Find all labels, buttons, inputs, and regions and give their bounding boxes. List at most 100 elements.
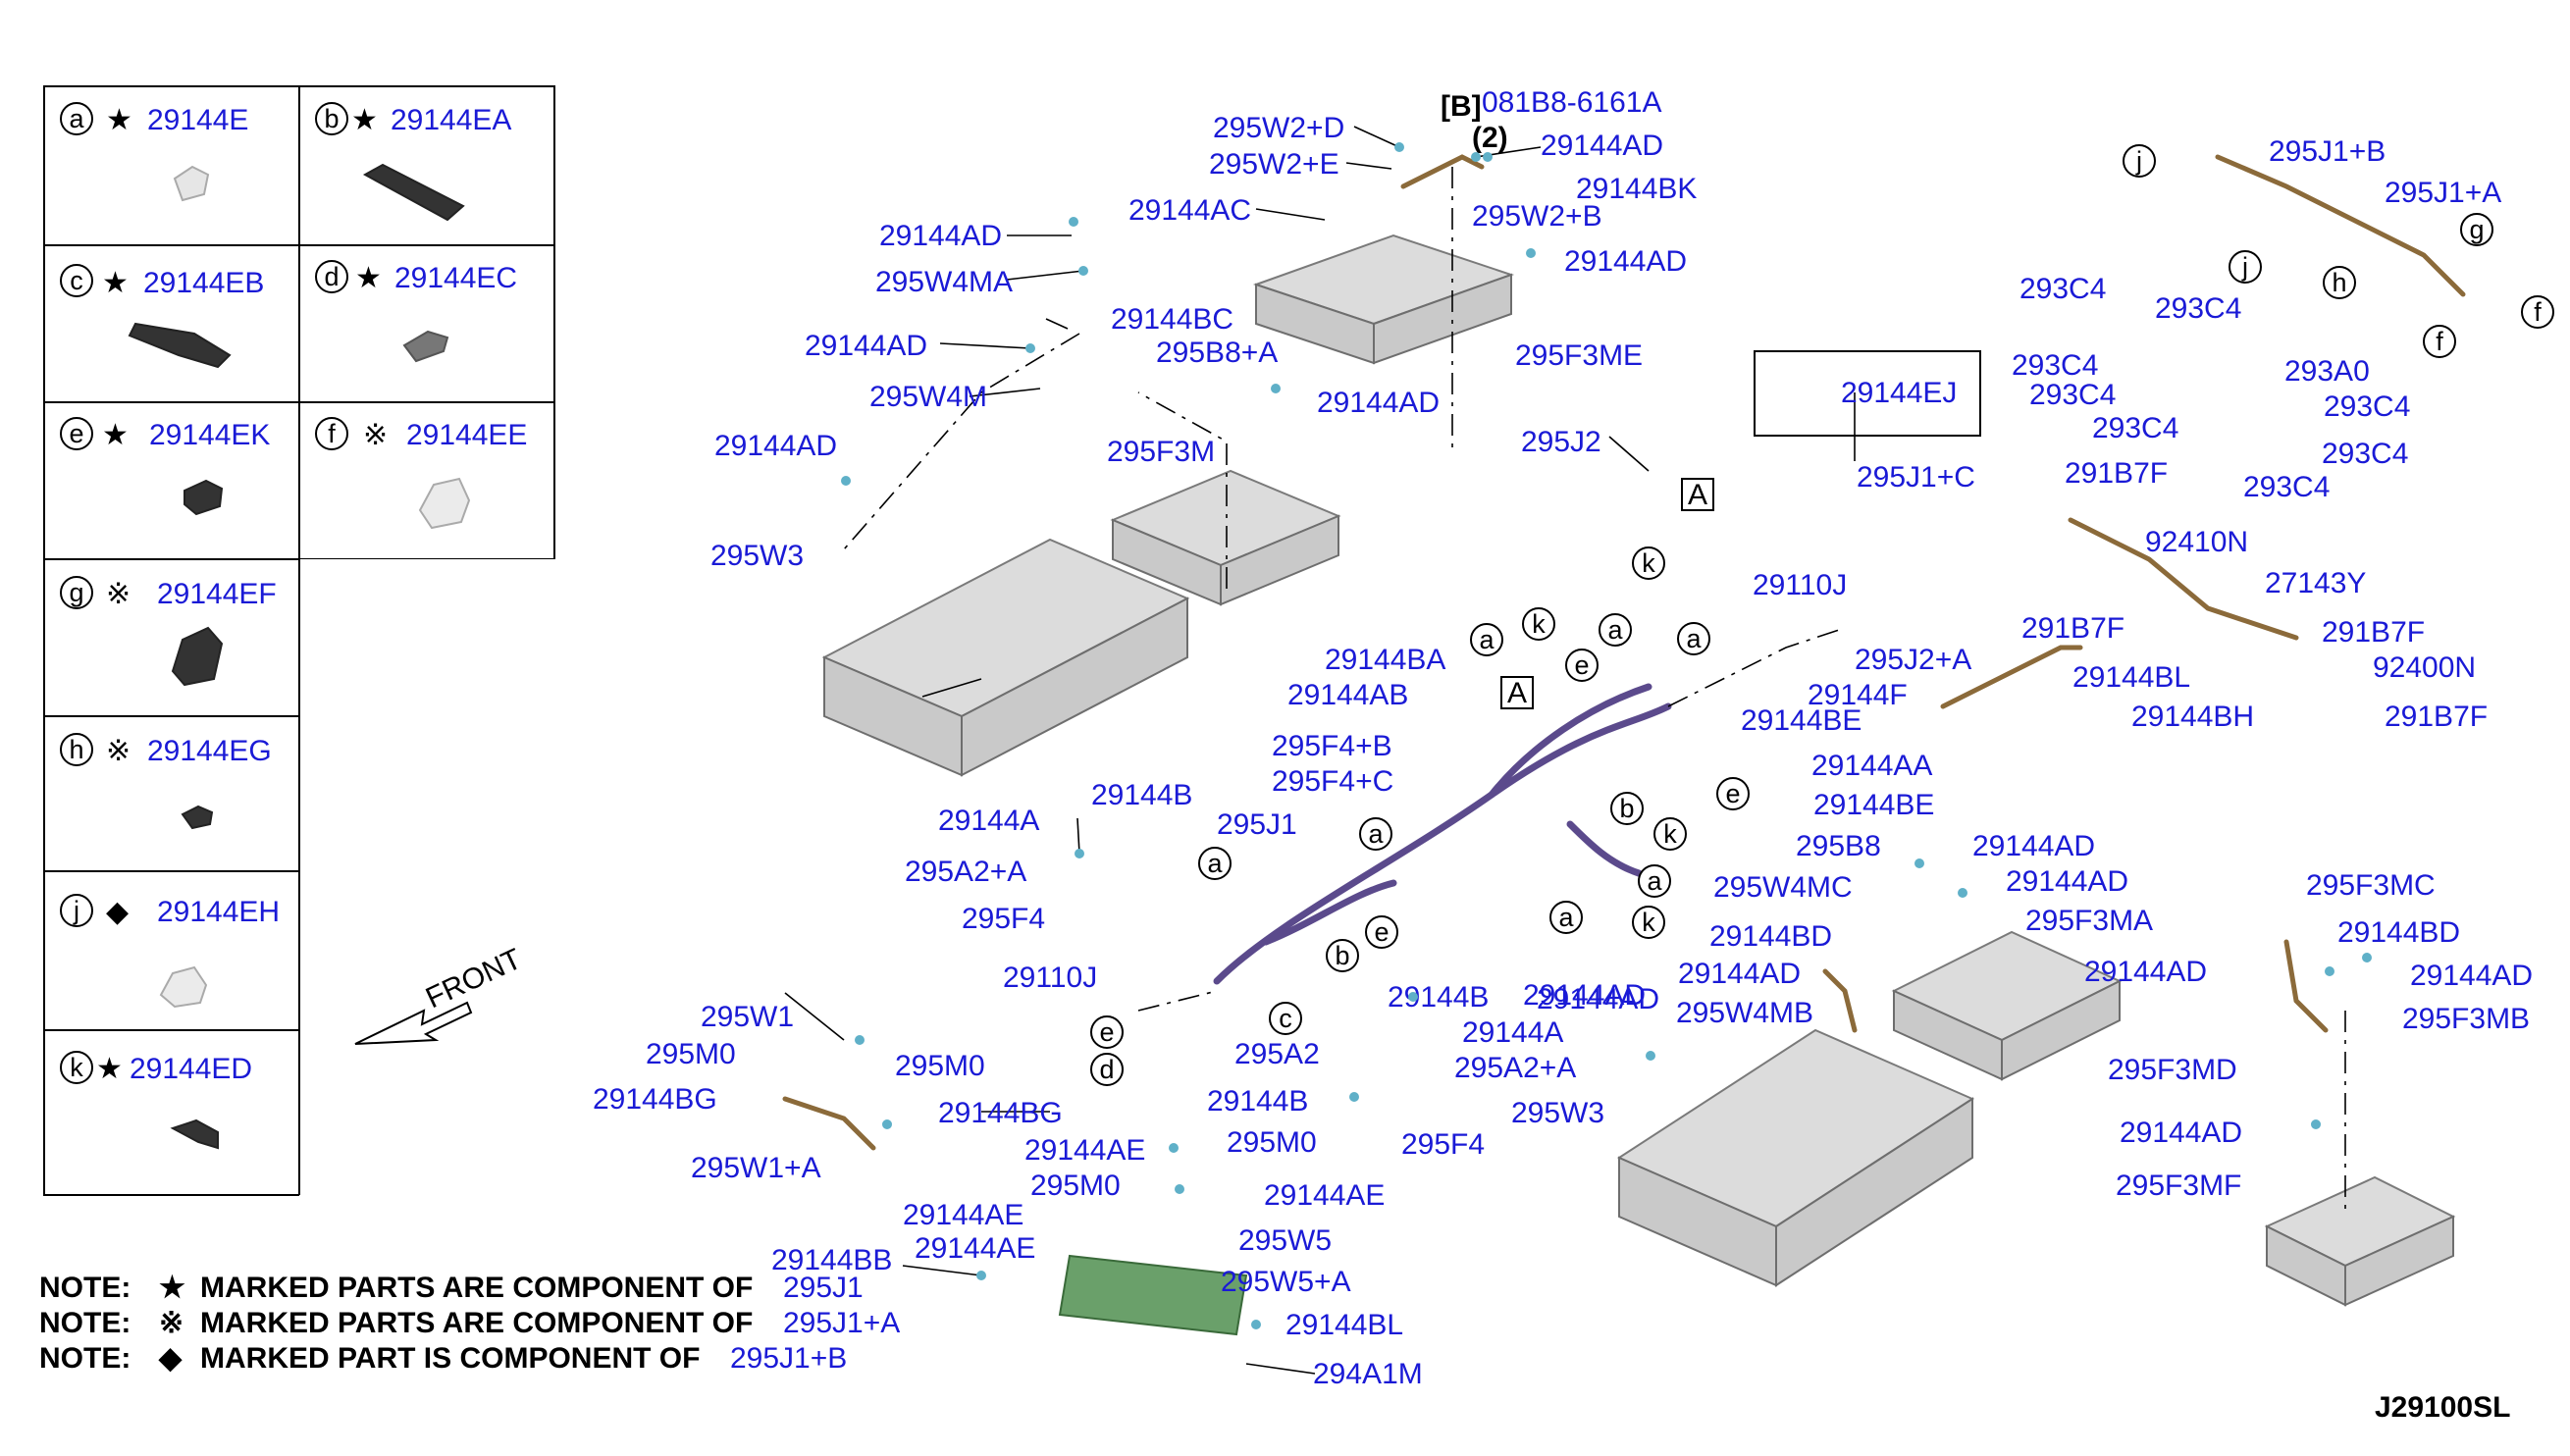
legend-part: 29144E xyxy=(147,104,248,136)
part-label: 295F3MB xyxy=(2402,1003,2530,1035)
part-label: 295J1 xyxy=(1217,808,1297,841)
note-text: MARKED PARTS ARE COMPONENT OF xyxy=(200,1307,753,1339)
note-part: 295J1 xyxy=(783,1272,864,1304)
part-label: 295W1 xyxy=(701,1001,794,1033)
legend-mark: ★ xyxy=(96,1053,123,1085)
part-label: 295W4MB xyxy=(1676,997,1813,1029)
part-label: 295J2 xyxy=(1521,426,1601,458)
note-label: NOTE: xyxy=(39,1272,131,1304)
legend-letter: j xyxy=(73,896,79,925)
part-label: 29144BD xyxy=(1709,920,1832,953)
part-label: 293C4 xyxy=(2324,390,2410,423)
legend-part: 29144EE xyxy=(406,419,527,451)
legend-mark: ★ xyxy=(102,419,129,451)
part-label: 29144AD xyxy=(1541,130,1663,162)
bracket-ref: [B] xyxy=(1441,90,1482,123)
part-label: 295J1+A xyxy=(2385,177,2501,209)
part-label: 293C4 xyxy=(2012,349,2098,382)
callouts: a k k a a e b k e a a k a a b e c e d j … xyxy=(1090,144,2554,1086)
part-label: 295F3MD xyxy=(2108,1054,2237,1086)
note-label: NOTE: xyxy=(39,1307,131,1339)
part-label: 293C4 xyxy=(2243,471,2330,503)
part-label: 29144AE xyxy=(1024,1134,1145,1167)
part-label: 291B7F xyxy=(2322,616,2425,649)
part-label: 29144AD xyxy=(1317,387,1440,419)
part-label: 295F3M xyxy=(1107,436,1215,468)
bolt-part: 081B8-6161A xyxy=(1482,86,1662,119)
part-label: 29144BE xyxy=(1741,704,1862,737)
arrow-icon xyxy=(354,1001,473,1045)
clip-icon xyxy=(418,477,471,530)
callout-circle xyxy=(60,264,93,297)
part-label: 29110J xyxy=(1003,962,1097,994)
callout-letter: k xyxy=(1642,548,1655,578)
part-label: 295B8+A xyxy=(1156,337,1278,369)
clip-icon xyxy=(171,626,224,687)
note-label: NOTE: xyxy=(39,1342,131,1375)
legend-entry-j: j ◆ 29144EH xyxy=(60,894,280,1009)
part-label: 29144BK xyxy=(1576,173,1697,205)
callout-letter: j xyxy=(2135,146,2142,176)
callout-letter: k xyxy=(1532,609,1546,639)
callout-letter: e xyxy=(1574,650,1589,680)
legend-mark: ★ xyxy=(106,104,132,136)
bracket-icon xyxy=(128,322,232,369)
legend-mark: ★ xyxy=(351,104,378,136)
callout-letter: a xyxy=(1207,849,1223,878)
callout-letter: j xyxy=(2241,252,2248,282)
part-label: 29144AE xyxy=(915,1232,1035,1265)
callout-letter: a xyxy=(1686,624,1702,653)
bracket-icon xyxy=(362,163,465,222)
inset-box xyxy=(1754,350,1981,437)
callout-circle xyxy=(315,102,348,135)
part-label: 29144AD xyxy=(2084,956,2207,988)
legend-letter: b xyxy=(324,104,339,133)
legend-letter: a xyxy=(69,104,84,133)
clip-icon xyxy=(173,165,210,202)
legend-mark: ※ xyxy=(106,735,131,767)
legend-part: 29144EH xyxy=(157,896,280,928)
legend-part: 29144EC xyxy=(394,262,517,294)
part-label: 291B7F xyxy=(2021,612,2124,645)
part-label: 293A0 xyxy=(2284,355,2370,388)
part-label: 295W2+B xyxy=(1472,200,1602,233)
part-label: 29144BH xyxy=(2131,701,2254,733)
part-label: 293C4 xyxy=(2019,273,2106,305)
legend-part: 29144ED xyxy=(130,1053,252,1085)
callout-letter: f xyxy=(2436,327,2443,356)
note-mark: ◆ xyxy=(158,1342,183,1375)
callout-letter: g xyxy=(2469,215,2484,244)
legend-mark: ※ xyxy=(363,419,388,451)
legend-letter: g xyxy=(69,578,83,607)
callout-circle xyxy=(315,417,348,450)
callout-circle xyxy=(60,733,93,766)
legend-letter: e xyxy=(69,419,83,448)
part-label: 295W4MC xyxy=(1713,871,1853,904)
clip-icon xyxy=(159,965,208,1009)
legend-part: 29144EG xyxy=(147,735,272,767)
part-label: 295W2+D xyxy=(1213,112,1344,144)
part-label: 295W3 xyxy=(710,540,804,572)
part-label: 29144AD xyxy=(2410,960,2533,992)
callout-circle xyxy=(60,102,93,135)
part-label: 29144EJ xyxy=(1841,377,1957,409)
part-label: 295A2+A xyxy=(905,856,1026,888)
part-label: 29144BL xyxy=(1285,1309,1403,1341)
part-label: 295J2+A xyxy=(1855,644,1971,676)
callout-letter: b xyxy=(1619,794,1634,823)
part-label: 295F4+B xyxy=(1272,730,1392,762)
part-label: 295W2+E xyxy=(1209,148,1339,181)
legend-letter: h xyxy=(69,735,83,764)
ref-box-a: A xyxy=(1507,677,1527,709)
part-label: 29144B xyxy=(1388,981,1489,1014)
legend-mark: ※ xyxy=(106,578,131,610)
callout-letter: a xyxy=(1368,819,1384,849)
callout-letter: f xyxy=(2534,297,2542,327)
legend-entry-c: c ★ 29144EB xyxy=(60,264,264,369)
harness-lines xyxy=(782,154,2466,1151)
part-label: 29144BE xyxy=(1813,789,1934,821)
clip-icon xyxy=(184,479,224,516)
notes: NOTE: ★ MARKED PARTS ARE COMPONENT OF 29… xyxy=(39,1272,900,1375)
part-label: 29144A xyxy=(1462,1016,1563,1049)
callout-circle xyxy=(60,576,93,609)
